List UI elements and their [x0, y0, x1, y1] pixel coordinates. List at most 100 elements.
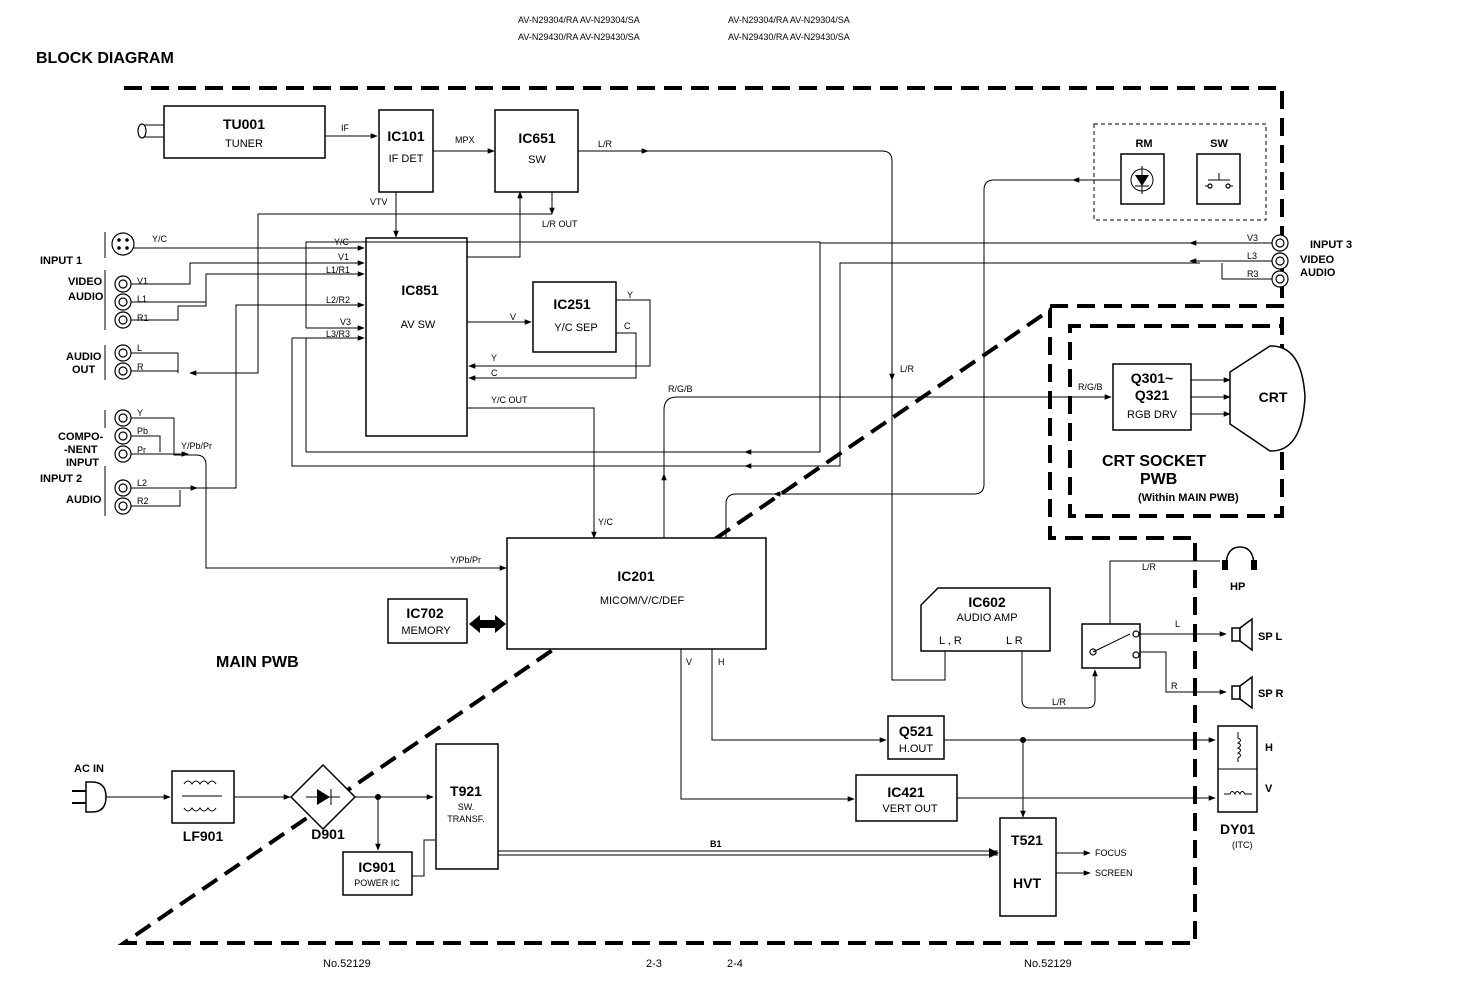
h-out-label: H — [718, 657, 725, 667]
y-label-in: Y — [491, 353, 497, 363]
q301-name-1: Q301~ — [1131, 370, 1173, 386]
ic851-name: IC851 — [401, 282, 439, 298]
q301-name-2: Q321 — [1135, 387, 1169, 403]
model-list-right-2: AV-N29430/RA AV-N29430/SA — [728, 32, 850, 42]
tu001-name: TU001 — [223, 116, 265, 132]
ic602-block: IC602 AUDIO AMP L , R L R — [920, 587, 1051, 652]
input2-label: INPUT 2 — [40, 473, 82, 485]
crt-tube: CRT — [1229, 345, 1306, 452]
ic101-name: IC101 — [387, 128, 425, 144]
sw-block: SW — [1196, 138, 1241, 205]
ic101-block: IC101 IF DET — [378, 109, 434, 193]
l1r1-label: L1/R1 — [326, 265, 350, 275]
q521-name: Q521 — [899, 723, 933, 739]
model-list-left-1: AV-N29304/RA AV-N29304/SA — [518, 15, 640, 25]
v1-label: V1 — [338, 252, 349, 262]
audio3-label: AUDIO — [1300, 267, 1336, 279]
t921-block: T921 SW. TRANSF. — [435, 743, 499, 870]
compo-label-1: COMPO- — [58, 431, 104, 443]
t521-block: T521 HVT — [999, 817, 1057, 917]
vtv-label: VTV — [370, 197, 388, 207]
q521-block: Q521 H.OUT — [887, 715, 945, 760]
ic651-block: IC651 SW — [494, 109, 579, 193]
audio-label: AUDIO — [68, 291, 104, 303]
q301-block: Q301~ Q321 RGB DRV — [1112, 363, 1192, 431]
input3-label: INPUT 3 — [1310, 239, 1352, 251]
c-label-in: C — [491, 368, 498, 378]
jack-r2-label: R2 — [137, 496, 149, 506]
jack-l3-label: L3 — [1247, 251, 1257, 261]
audio-out-label-1: AUDIO — [66, 351, 102, 363]
ic651-sub: SW — [528, 154, 546, 166]
yc-out-label: Y/C OUT — [491, 395, 528, 405]
footer-doc-no-right: No.52129 — [1024, 958, 1072, 970]
ic602-pins-left: L , R — [939, 635, 962, 647]
lf901-block: LF901 — [171, 770, 235, 844]
dy01-h-label: H — [1265, 742, 1273, 754]
ic702-sub: MEMORY — [401, 625, 451, 637]
t521-name: T521 — [1011, 832, 1043, 848]
ic901-name: IC901 — [358, 859, 396, 875]
screen-label: SCREEN — [1095, 868, 1133, 878]
ac-plug-icon: AC IN — [72, 763, 107, 813]
yc-in-label: Y/C — [598, 517, 614, 527]
jack-v3-label: V3 — [1247, 233, 1258, 243]
sw-label: SW — [1210, 138, 1228, 150]
ic702-block: IC702 MEMORY — [387, 598, 468, 644]
footer-page-left: 2-3 — [646, 958, 662, 970]
ic851-block: IC851 AV SW — [365, 237, 468, 437]
jack-l-label: L — [137, 343, 142, 353]
v-out-label: V — [686, 657, 692, 667]
crt-socket-label-1: CRT SOCKET — [1102, 453, 1206, 470]
compo-label-3: INPUT — [66, 457, 99, 469]
lr-amp-label: L/R — [1052, 697, 1067, 707]
jack-r1-label: R1 — [137, 313, 149, 323]
ic651-name: IC651 — [518, 130, 556, 146]
compo-label-2: -NENT — [64, 444, 98, 456]
input1-svideo-jack — [111, 232, 135, 256]
ic421-block: IC421 VERT OUT — [855, 774, 958, 822]
jack-yc-label: Y/C — [152, 234, 168, 244]
ic251-block: IC251 Y/C SEP — [532, 281, 617, 353]
rgb-label-1: R/G/B — [668, 384, 693, 394]
spr-label: SP R — [1258, 688, 1284, 700]
lr-out-label: L/R OUT — [542, 219, 578, 229]
jack-r3-label: R3 — [1247, 269, 1259, 279]
ypbpr-label-ic201: Y/Pb/Pr — [450, 555, 481, 565]
dy01-sub: (ITC) — [1232, 840, 1253, 850]
ic901-block: IC901 POWER IC — [342, 851, 413, 896]
crt-label: CRT — [1259, 389, 1288, 405]
audio-out-label-2: OUT — [72, 364, 96, 376]
main-pwb-label: MAIN PWB — [216, 654, 299, 671]
dy01-v-label: V — [1265, 783, 1273, 795]
ic421-name: IC421 — [887, 784, 925, 800]
r-sp-label: R — [1171, 681, 1178, 691]
page-title: BLOCK DIAGRAM — [36, 50, 174, 67]
jack-y-label: Y — [137, 408, 143, 418]
ic851-sub: AV SW — [401, 319, 436, 331]
ic901-sub: POWER IC — [354, 878, 400, 888]
crt-socket-label-3: (Within MAIN PWB) — [1138, 492, 1239, 504]
rgb-label-2: R/G/B — [1078, 382, 1103, 392]
speaker-right-icon: SP R — [1231, 675, 1284, 710]
mpx-label: MPX — [455, 135, 475, 145]
crt-socket-border — [1050, 304, 1284, 518]
ic702-name: IC702 — [406, 605, 444, 621]
ic251-name: IC251 — [553, 296, 591, 312]
l3r3-label: L3/R3 — [326, 329, 350, 339]
ic602-name: IC602 — [968, 594, 1006, 610]
y-label-out: Y — [627, 290, 633, 300]
ic201-name: IC201 — [617, 568, 655, 584]
video-label: VIDEO — [68, 276, 103, 288]
q521-sub: H.OUT — [899, 743, 934, 755]
spl-label: SP L — [1258, 631, 1283, 643]
model-list-left-2: AV-N29430/RA AV-N29430/SA — [518, 32, 640, 42]
ypbpr-label-left: Y/Pb/Pr — [181, 441, 212, 451]
input1-label: INPUT 1 — [40, 255, 82, 267]
v-label: V — [510, 312, 516, 322]
rm-sw-dashed-box — [1093, 123, 1267, 221]
ic251-sub: Y/C SEP — [554, 322, 597, 334]
hp-switch — [1081, 623, 1141, 669]
